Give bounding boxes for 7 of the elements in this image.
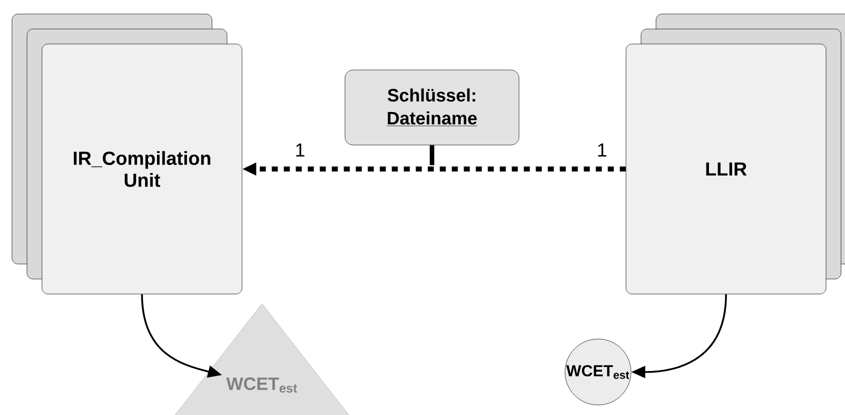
connector [430,145,434,166]
key-box: Schlüssel: Dateiname [344,70,520,146]
multiplicity-label: 1 [296,144,304,156]
node-stack-box: LLIR [626,14,845,294]
multiplicity-label: 1 [598,144,606,156]
triangle: WCET$_{est}$ [168,304,356,415]
node-stack-box: IR_Compilation Unit [12,14,242,294]
